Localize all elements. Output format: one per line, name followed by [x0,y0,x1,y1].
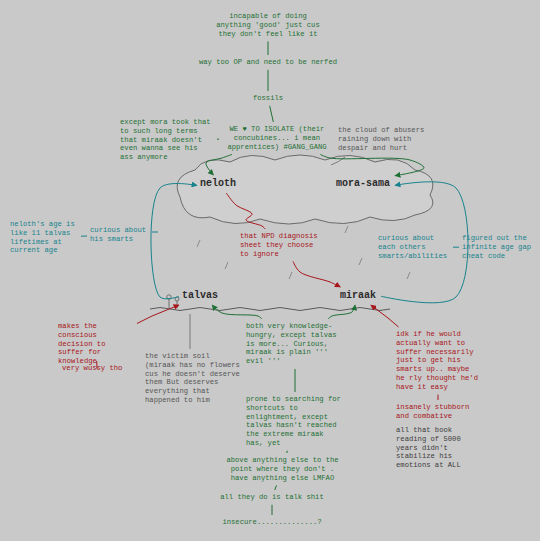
note-text: that NPD diagnosis sheet they choose to … [240,232,325,258]
note-text: the victim soil (miraak has no flowers c… [145,352,242,405]
note-text: insecure..............? [212,518,332,527]
annotation-note: both very knowledge-hungry, except talva… [246,322,344,366]
annotation-note: prone to searching for shortcuts to enli… [246,395,344,448]
connector-line [270,106,274,122]
annotation-note: way too OP and need to be nerfed [193,58,343,67]
annotation-note: the victim soil (miraak has no flowers c… [145,352,242,405]
note-text: very wussy tho [62,364,132,373]
note-text: neloth [200,178,236,190]
connector-line [286,451,288,453]
note-text: mora-sama [336,178,390,190]
connector-line [275,485,277,490]
connector-line [81,236,87,237]
connector-line [453,247,459,248]
connector-line [328,305,355,319]
annotation-note: fossils [248,94,288,103]
note-text: curious about his smarts [90,226,150,244]
note-text: way too OP and need to be nerfed [193,58,343,67]
annotation-note: very wussy tho [62,364,132,373]
note-text: talvas [182,290,218,302]
note-text: miraak [340,290,376,302]
character-name: mora-sama [336,178,392,190]
annotation-note: above anything else to the point where t… [220,456,345,482]
connector-line [272,505,273,515]
character-name: miraak [340,290,378,302]
note-text: makes the conscious decision to suffer f… [58,322,134,366]
note-text: neloth's age is like 11 talvas lifetimes… [10,220,78,255]
annotation-note: curious about each others smarts/abiliti… [378,234,450,260]
note-text: WE ♥ TO ISOLATE (their concubines... i m… [222,125,332,151]
annotation-note: makes the conscious decision to suffer f… [58,322,134,366]
connector-line [268,70,269,91]
connector-line [206,154,232,175]
note-text: both very knowledge-hungry, except talva… [246,322,344,366]
character-name: neloth [200,178,238,190]
note-text: fossils [248,94,288,103]
annotation-note: all that book reading of 5000 years didn… [396,426,480,470]
note-text: prone to searching for shortcuts to enli… [246,395,344,448]
connector-line [381,182,468,303]
note-text: all they do is talk shit [212,493,332,502]
annotation-note: insecure..............? [212,518,332,527]
character-name: talvas [182,290,220,302]
connector-line [371,305,399,327]
connector-line [438,395,439,400]
note-text: above anything else to the point where t… [220,456,345,482]
note-text: the cloud of abusers raining down with d… [338,126,442,152]
annotation-note: curious about his smarts [90,226,150,244]
connector-line [320,154,424,175]
annotation-note: that NPD diagnosis sheet they choose to … [240,232,325,258]
annotation-note: all they do is talk shit [212,493,332,502]
note-text: idk if he would actually want to suffer … [396,330,480,392]
connector-line [212,305,262,319]
note-text: figured out the infinite age gap cheat c… [462,234,534,260]
connector-line [137,305,179,324]
annotation-note: except mora took that to such long terms… [120,118,214,162]
connector-line [268,41,269,55]
leader-line [190,314,191,349]
connector-line [151,184,197,299]
connector-line [226,193,265,229]
connector-line [295,369,296,392]
annotation-note: insanely stubborn and combative [396,403,480,421]
annotation-note: idk if he would actually want to suffer … [396,330,480,392]
connector-line [217,139,219,140]
note-text: curious about each others smarts/abiliti… [378,234,450,260]
annotation-note: WE ♥ TO ISOLATE (their concubines... i m… [222,125,332,151]
cloud-outline [177,155,433,224]
connector-line [293,261,340,287]
note-text: incapable of doing anything 'good' just … [212,12,324,38]
annotation-note: figured out the infinite age gap cheat c… [462,234,534,260]
annotation-note: incapable of doing anything 'good' just … [212,12,324,38]
note-text: except mora took that to such long terms… [120,118,214,162]
annotation-note: neloth's age is like 11 talvas lifetimes… [10,220,78,255]
note-text: insanely stubborn and combative [396,403,480,421]
annotation-note: the cloud of abusers raining down with d… [338,126,442,152]
note-text: all that book reading of 5000 years didn… [396,426,480,470]
leader-line [152,232,158,233]
